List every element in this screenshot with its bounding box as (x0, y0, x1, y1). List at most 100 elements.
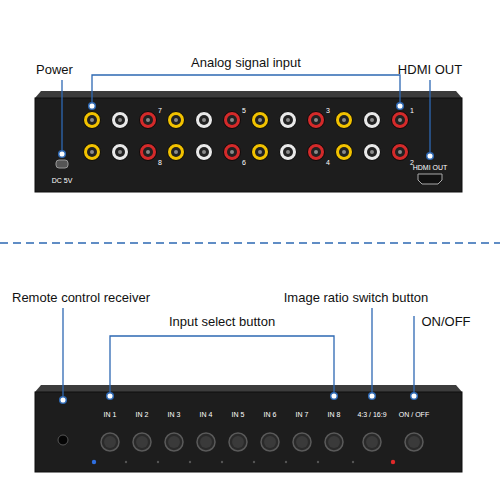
channel-number: 5 (242, 107, 246, 114)
ir-receiver (58, 435, 68, 445)
jack-ring (308, 144, 325, 161)
button-rim (133, 433, 151, 451)
jack-ring (336, 112, 353, 129)
jack-ring (280, 144, 297, 161)
jack-socket (283, 115, 293, 125)
rca-jack (224, 144, 241, 161)
button-cap (232, 436, 244, 448)
button-rim (405, 433, 423, 451)
jack-socket (199, 115, 209, 125)
rca-jack (224, 112, 241, 129)
rca-jack (84, 144, 101, 161)
jack-ring (364, 112, 381, 129)
leader-lines (62, 75, 430, 397)
leader-line (371, 308, 372, 393)
leader-dot (427, 153, 434, 160)
jack-socket (115, 147, 125, 157)
rca-jack (112, 144, 129, 161)
leader-dot (331, 393, 338, 400)
button-label: IN 2 (136, 411, 149, 418)
leader-dot (369, 393, 376, 400)
jack-pin (174, 150, 178, 154)
jack-pin (342, 150, 346, 154)
jack-socket (143, 147, 153, 157)
button-label: IN 6 (264, 411, 277, 418)
button-cap (366, 436, 378, 448)
callout-label: ON/OFF (421, 315, 470, 329)
rca-jack (336, 144, 353, 161)
jack-ring (196, 112, 213, 129)
push-button (101, 433, 119, 451)
rca-jack (140, 112, 157, 129)
rca-jack (112, 112, 129, 129)
jack-pin (230, 150, 234, 154)
jack-ring (84, 112, 101, 129)
jack-pin (398, 118, 402, 122)
button-label: IN 8 (328, 411, 341, 418)
jack-socket (395, 147, 405, 157)
rca-jack (336, 112, 353, 129)
jack-socket (255, 147, 265, 157)
jack-socket (115, 115, 125, 125)
push-button (363, 433, 381, 451)
channel-number: 6 (242, 159, 246, 166)
button-cap (200, 436, 212, 448)
button-rim (197, 433, 215, 451)
jack-ring (392, 144, 409, 161)
channel-number: 1 (410, 107, 414, 114)
led (221, 461, 223, 463)
front-panel: IN 1IN 2IN 3IN 4IN 5IN 6IN 7IN 84:3 / 16… (35, 384, 462, 472)
jack-ring (84, 144, 101, 161)
push-button (133, 433, 151, 451)
rca-jack (252, 112, 269, 129)
jack-socket (395, 115, 405, 125)
button-label: ON / OFF (399, 411, 429, 418)
port-label: HDMI OUT (413, 164, 448, 171)
push-button (197, 433, 215, 451)
jack-ring (280, 112, 297, 129)
jack-ring (196, 144, 213, 161)
jack-socket (339, 147, 349, 157)
jack-ring (392, 112, 409, 129)
jack-ring (112, 144, 129, 161)
rca-jack (168, 144, 185, 161)
push-button (293, 433, 311, 451)
jack-pin (342, 118, 346, 122)
rca-jack (280, 112, 297, 129)
separator (0, 242, 500, 244)
jack-ring (308, 112, 325, 129)
button-cap (296, 436, 308, 448)
channel-number: 8 (158, 159, 162, 166)
jack-ring (252, 144, 269, 161)
push-button (261, 433, 279, 451)
jack-pin (286, 150, 290, 154)
jack-pin (90, 118, 94, 122)
jack-socket (143, 115, 153, 125)
jack-socket (255, 115, 265, 125)
leader-line (429, 80, 430, 153)
port-label: DC 5V (52, 177, 73, 184)
button-label: IN 4 (200, 411, 213, 418)
callout-label: Power (36, 63, 73, 77)
rca-jack (84, 112, 101, 129)
jack-socket (171, 147, 181, 157)
rca-jack (392, 112, 409, 129)
rca-jack (308, 112, 325, 129)
button-rim (229, 433, 247, 451)
channel-number: 7 (158, 107, 162, 114)
leader-line (92, 75, 400, 103)
rca-jack (364, 144, 381, 161)
rca-jack (252, 144, 269, 161)
hdmi-port (418, 174, 442, 184)
jack-pin (146, 150, 150, 154)
leader-line (61, 80, 62, 151)
rca-jack (392, 144, 409, 161)
leader-line (62, 308, 63, 397)
button-label: IN 5 (232, 411, 245, 418)
button-label: IN 1 (104, 411, 117, 418)
jack-socket (339, 115, 349, 125)
jack-ring (224, 144, 241, 161)
jack-pin (230, 118, 234, 122)
jack-socket (227, 147, 237, 157)
